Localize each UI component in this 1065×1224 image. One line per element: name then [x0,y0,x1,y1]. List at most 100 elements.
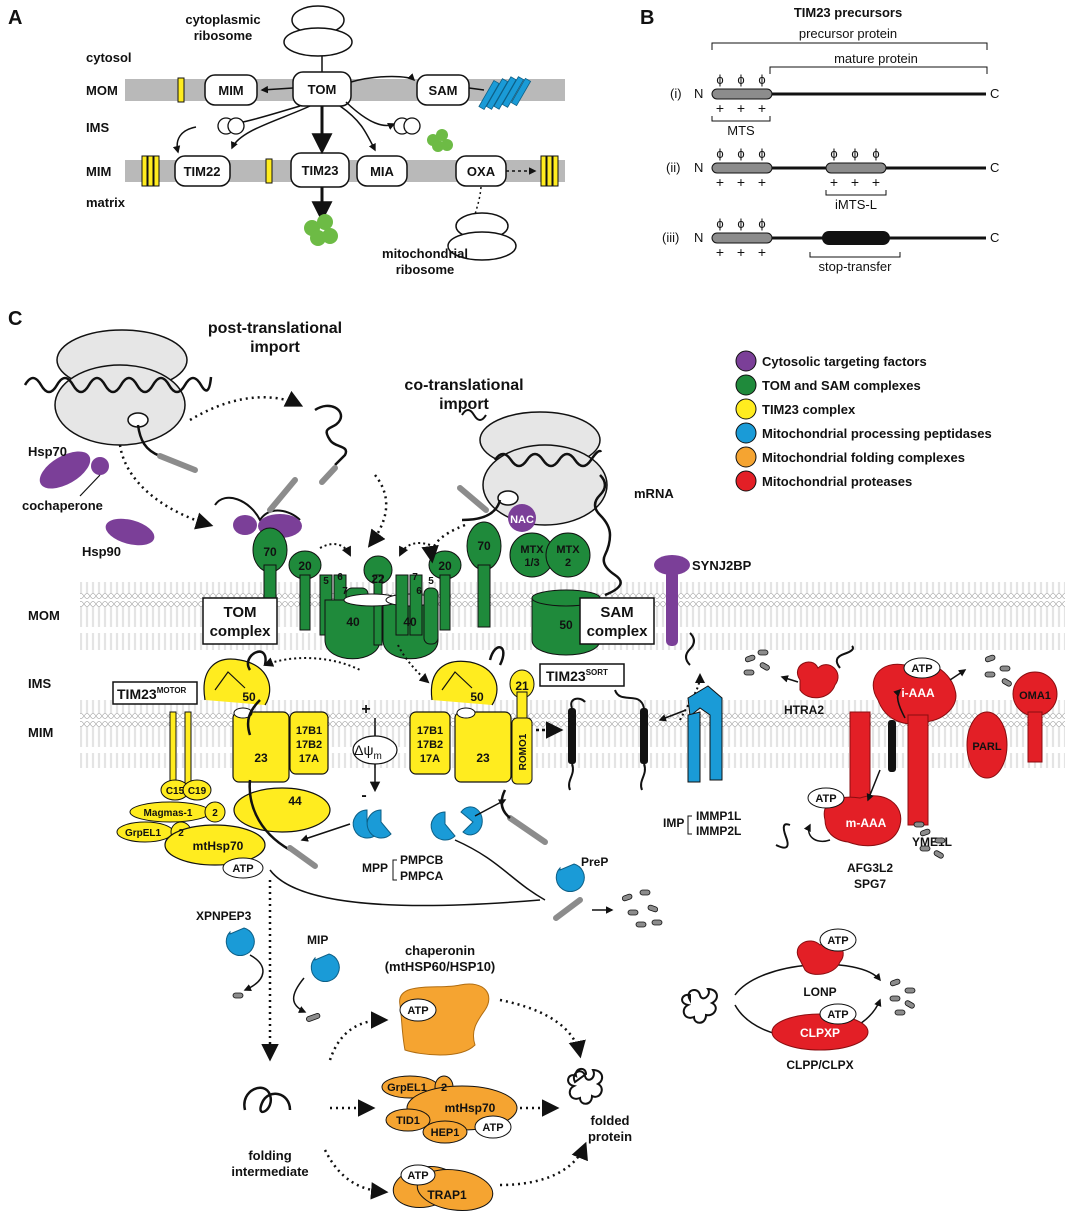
chaperonin-atp: ATP [407,1005,428,1017]
legend-label-1: TOM and SAM complexes [762,378,921,393]
stop-transfer-label: stop-transfer [819,259,893,274]
clpp-label: CLPP/CLPX [786,1058,853,1072]
plus: + [716,174,724,190]
sort-17b2: 17B2 [417,739,443,751]
a-sam-complex [416,74,470,106]
imts-l-label: iMTS-L [835,197,877,212]
sort-tim50-label: 50 [470,690,484,704]
tom5b-label: 5 [428,576,434,587]
folded-line1: folded [591,1113,630,1128]
hsp90-icon [105,518,155,546]
chaperonin-to-folded-arrow [499,998,586,1059]
panel-b: B TIM23 precursors precursor protein mat… [640,5,999,274]
mrna-label: mRNA [634,486,674,501]
motor-grpel1: GrpEL1 [125,828,162,839]
legend-label-3: Mitochondrial processing peptidases [762,426,992,441]
tom70-label: 70 [263,545,277,559]
parl-label: PARL [972,741,1001,753]
legend-swatch-2 [735,398,757,420]
ribo-to-chain-arrow [189,390,304,422]
fold-mthsp70: mtHsp70 [445,1101,496,1115]
row-ii-n: N [694,160,703,175]
htra2-label: HTRA2 [784,703,824,717]
afg3l2-label: AFG3L2 [847,861,893,875]
plus: + [716,244,724,260]
xpnpep3-product [232,992,244,999]
a-mim-helix [265,158,273,184]
a-tom-text: TOM [308,82,337,97]
precursor-protein-label: precursor protein [799,26,897,41]
precursor-row-iii: (iii) N C ϕ ϕ ϕ + + + stop-transfer [662,216,999,274]
mthsp70-folding: GrpEL1 2 mtHsp70 TID1 HEP1 ATP [381,1075,518,1144]
motor-grpel1-2: 2 [178,828,184,839]
tim23-motor-box-label: TIM23MOTOR [117,686,187,702]
prep-label: PreP [581,855,608,869]
phi: ϕ [851,146,858,161]
mtx2-line2: 2 [565,557,571,569]
legend-label-0: Cytosolic targeting factors [762,354,927,369]
nac-label: NAC [510,514,534,526]
motor-mthsp70: mtHsp70 [193,839,244,853]
trap1-complex: ATP TRAP1 [392,1164,494,1211]
imp-member-1: IMMP2L [696,824,741,838]
row-i-label: (i) [670,86,682,101]
cyto-ribosome-line1: cytoplasmic [185,12,260,27]
lonp: ATP [797,928,857,975]
sam-box-line2: complex [587,623,649,640]
motor-magmas: Magmas-1 [144,808,193,819]
xpnpep3-label: XPNPEP3 [196,909,252,923]
panel-c: C MOM IMS MIM post-translational import … [8,308,1065,1211]
mim-label: MIM [86,164,111,179]
lonp-atp: ATP [827,935,848,947]
hsp70-icon [39,451,91,489]
row-i-n: N [694,86,703,101]
row-ii-c: C [990,160,999,175]
a-sam-text: SAM [429,83,458,98]
chain-to-tom-arrow [367,474,388,548]
plus: + [758,100,766,116]
tom6b-label: 6 [416,586,422,597]
maaa-atp: ATP [815,793,836,805]
fold-atp: ATP [482,1122,503,1134]
legend-swatch-3 [735,422,757,444]
phi: ϕ [737,216,744,231]
tom-complex-box [202,597,278,645]
co-import-arrow [421,523,466,564]
presequence [319,465,338,485]
plus: + [716,100,724,116]
tom20-label: 20 [298,559,312,573]
green-folded-protein-matrix-icon [304,214,338,246]
a-mia-text: MIA [370,164,394,179]
row-iii-label: (iii) [662,230,679,245]
trap1-to-folded-arrow [499,1141,588,1187]
chaperonin-line1: chaperonin [405,943,475,958]
panel-b-label: B [640,7,654,29]
tom22-label: 22 [371,572,385,586]
sort-tim23-label: 23 [476,751,490,765]
prep-substrate [553,897,583,921]
lonp-fragments [889,978,916,1016]
panel-a-label: A [8,7,22,29]
clpxp-label: CLPXP [800,1026,840,1040]
hsp90-label: Hsp90 [82,544,121,559]
mip-label: MIP [307,933,328,947]
ims-label: IMS [86,120,109,135]
motor-atp: ATP [232,863,253,875]
lonp-label: LONP [803,985,836,999]
tom-box-line1: TOM [223,604,256,621]
prep-icon [555,863,585,892]
yme1l-label: YME1L [912,835,952,849]
imp-member-0: IMMP1L [696,809,741,823]
panel-c-label: C [8,308,22,330]
fold-hep1: HEP1 [431,1127,460,1139]
matrix-label: matrix [86,195,126,210]
mpp-member-0: PMPCB [400,853,444,867]
inserted-proteins [536,632,705,791]
iaaa-label: i-AAA [901,686,935,700]
co-import-line2: import [439,396,489,413]
cytosol-label: cytosol [86,50,132,65]
to-prep-line2 [454,839,546,901]
c-mom-label: MOM [28,608,60,623]
tim23-sort: 50 21 23 17B1 17B2 17A ROMO1 [409,646,548,845]
co-import-line1: co-translational [404,377,523,394]
